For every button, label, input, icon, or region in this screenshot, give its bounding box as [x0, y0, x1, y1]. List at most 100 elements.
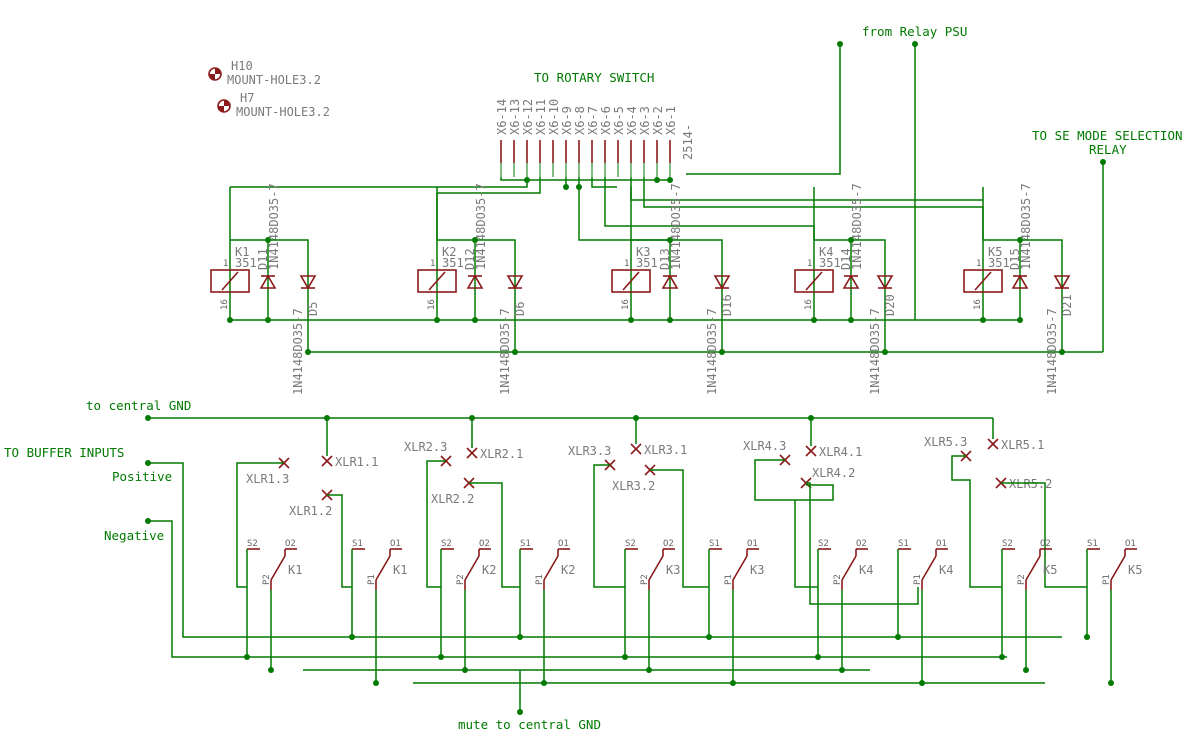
contact-nc-label: S2: [247, 539, 258, 549]
junction-dot: [227, 317, 233, 323]
connector-pin-x6-11: X6-11: [534, 99, 548, 177]
coil-pin-1: 1: [430, 259, 435, 269]
relay-coil: [417, 269, 457, 293]
junction-dot: [815, 654, 821, 660]
contact-no-label: O1: [1125, 539, 1136, 549]
connector-pin-label: X6-9: [560, 106, 574, 135]
junction-dot: [268, 667, 274, 673]
xlr-pad-label: XLR5.2: [1009, 477, 1052, 491]
junction-dot: [882, 349, 888, 355]
xlr-wire: [794, 500, 818, 588]
se-mode-terminal: [1100, 159, 1106, 165]
xlr-pad-label: XLR1.2: [289, 504, 332, 518]
psu-terminal-2: [912, 41, 918, 47]
diode-name: D6: [513, 302, 527, 316]
contact-no-label: O2: [285, 539, 296, 549]
connector-pin-x6-5: X6-5: [612, 106, 626, 177]
diode-name: D11: [256, 248, 270, 270]
diode-name: D20: [883, 294, 897, 316]
diode-wire: [851, 239, 886, 352]
from-relay-psu-label: from Relay PSU: [862, 24, 967, 39]
relay-name: K5: [988, 245, 1002, 259]
coil-pin-16: 16: [427, 299, 437, 310]
contact-nc-label: S2: [1002, 539, 1013, 549]
contact-relay-label: K4: [859, 563, 873, 577]
junction-dot: [839, 667, 845, 673]
junction-dot: [434, 317, 440, 323]
connector-pin-label: X6-13: [508, 99, 522, 135]
junction-dot: [265, 237, 271, 243]
contact-nc-label: S1: [898, 539, 909, 549]
junction-dot: [667, 317, 673, 323]
xlr-pad-xlr3-3: XLR3.3: [568, 444, 616, 471]
xlr-wire: [236, 462, 284, 588]
contact-relay-label: K1: [288, 563, 302, 577]
connector-pin-x6-7: X6-7: [586, 106, 600, 177]
junction-dot: [980, 317, 986, 323]
junction-dot: [438, 654, 444, 660]
junction-dot: [999, 654, 1005, 660]
junction-dot: [1084, 634, 1090, 640]
junction-dot: [524, 177, 530, 183]
contact-common-label: P2: [262, 574, 272, 585]
diode-value: 1N4148DO35-7: [669, 183, 683, 270]
xlr-pad-marker: [805, 445, 817, 457]
diode-value: 1N4148DO35-7: [267, 183, 281, 270]
junction-dot: [895, 634, 901, 640]
contact-no-label: O2: [663, 539, 674, 549]
contact-nc-label: S2: [441, 539, 452, 549]
contact-common-label: P1: [1102, 574, 1112, 585]
xlr-pad-xlr3-1: XLR3.1: [630, 443, 687, 457]
xlr-wire: [426, 460, 446, 588]
relay-value: 351: [988, 256, 1010, 270]
connector-pin-x6-2: X6-2: [651, 106, 665, 177]
junction-dot: [622, 654, 628, 660]
contact-no-label: O1: [936, 539, 947, 549]
diode-wire: [670, 239, 723, 352]
junction-dot: [517, 634, 523, 640]
contact-nc-label: S2: [625, 539, 636, 549]
xlr-pad-label: XLR3.1: [644, 443, 687, 457]
diode-name: D14: [839, 248, 853, 270]
junction-dot: [706, 634, 712, 640]
junction-dot: [1059, 349, 1065, 355]
mount-hole-value: MOUNT-HOLE3.2: [236, 105, 330, 119]
junction-dot: [576, 184, 582, 190]
contact-no-label: O2: [1040, 539, 1051, 549]
xlr-pad-xlr1-1: XLR1.1: [321, 455, 378, 469]
connector-pin-label: X6-11: [534, 99, 548, 135]
junction-dot: [811, 317, 817, 323]
diode-name: D13: [658, 248, 672, 270]
xlr-wire: [593, 464, 625, 588]
coil-pin-16: 16: [220, 299, 230, 310]
coil-pin-1: 1: [807, 259, 812, 269]
xlr-pad-label: XLR4.1: [819, 445, 862, 459]
junction-dot: [244, 654, 250, 660]
contact-relay-label: K3: [750, 563, 764, 577]
contact-relay-label: K2: [482, 563, 496, 577]
xlr-pad-label: XLR1.3: [246, 472, 289, 486]
coil-pin-1: 1: [976, 259, 981, 269]
connector-pin-label: X6-5: [612, 106, 626, 135]
junction-dot: [730, 680, 736, 686]
connector-pin-label: X6-2: [651, 106, 665, 135]
junction-dot: [1017, 237, 1023, 243]
xlr-pad-label: XLR2.1: [480, 447, 523, 461]
contact-common-label: P2: [456, 574, 466, 585]
contact-common-label: P1: [913, 574, 923, 585]
junction-dot: [848, 237, 854, 243]
relay-coil: [794, 269, 834, 293]
xlr-pad-label: XLR2.3: [404, 440, 447, 454]
connector-pin-label: X6-4: [625, 106, 639, 135]
relay-coil: [210, 269, 250, 293]
mount-hole-name: H10: [231, 59, 253, 73]
relay-value: 351: [235, 256, 257, 270]
diode-name: D5: [306, 302, 320, 316]
connector-pin-label: X6-7: [586, 106, 600, 135]
